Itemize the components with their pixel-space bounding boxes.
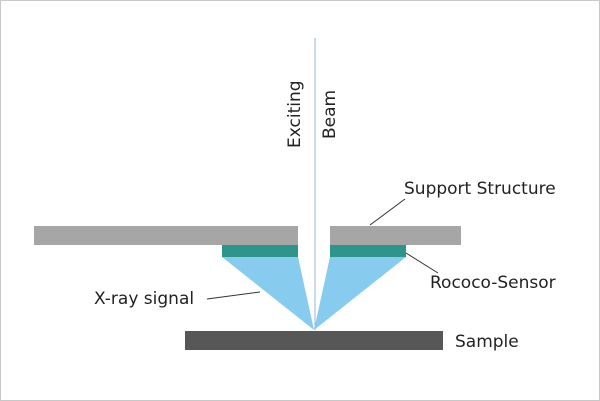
- sample-block: [185, 331, 443, 350]
- beam-label-left: Exciting: [285, 80, 305, 148]
- xray-leader: [206, 291, 261, 300]
- beam-label-right: Beam: [320, 90, 340, 139]
- support-plate-left: [34, 226, 298, 245]
- sensor-left: [222, 245, 298, 257]
- xray-cone-right: [314, 257, 406, 330]
- sample-label: Sample: [455, 332, 519, 352]
- xray-label: X-ray signal: [94, 289, 194, 309]
- sensor-leader: [405, 252, 439, 274]
- support-leader: [369, 198, 406, 226]
- support-plate-right: [330, 226, 461, 245]
- xray-cone-left: [222, 257, 314, 330]
- sensor-label: Rococo-Sensor: [430, 273, 556, 293]
- support-label: Support Structure: [404, 179, 556, 199]
- sensor-right: [330, 245, 406, 257]
